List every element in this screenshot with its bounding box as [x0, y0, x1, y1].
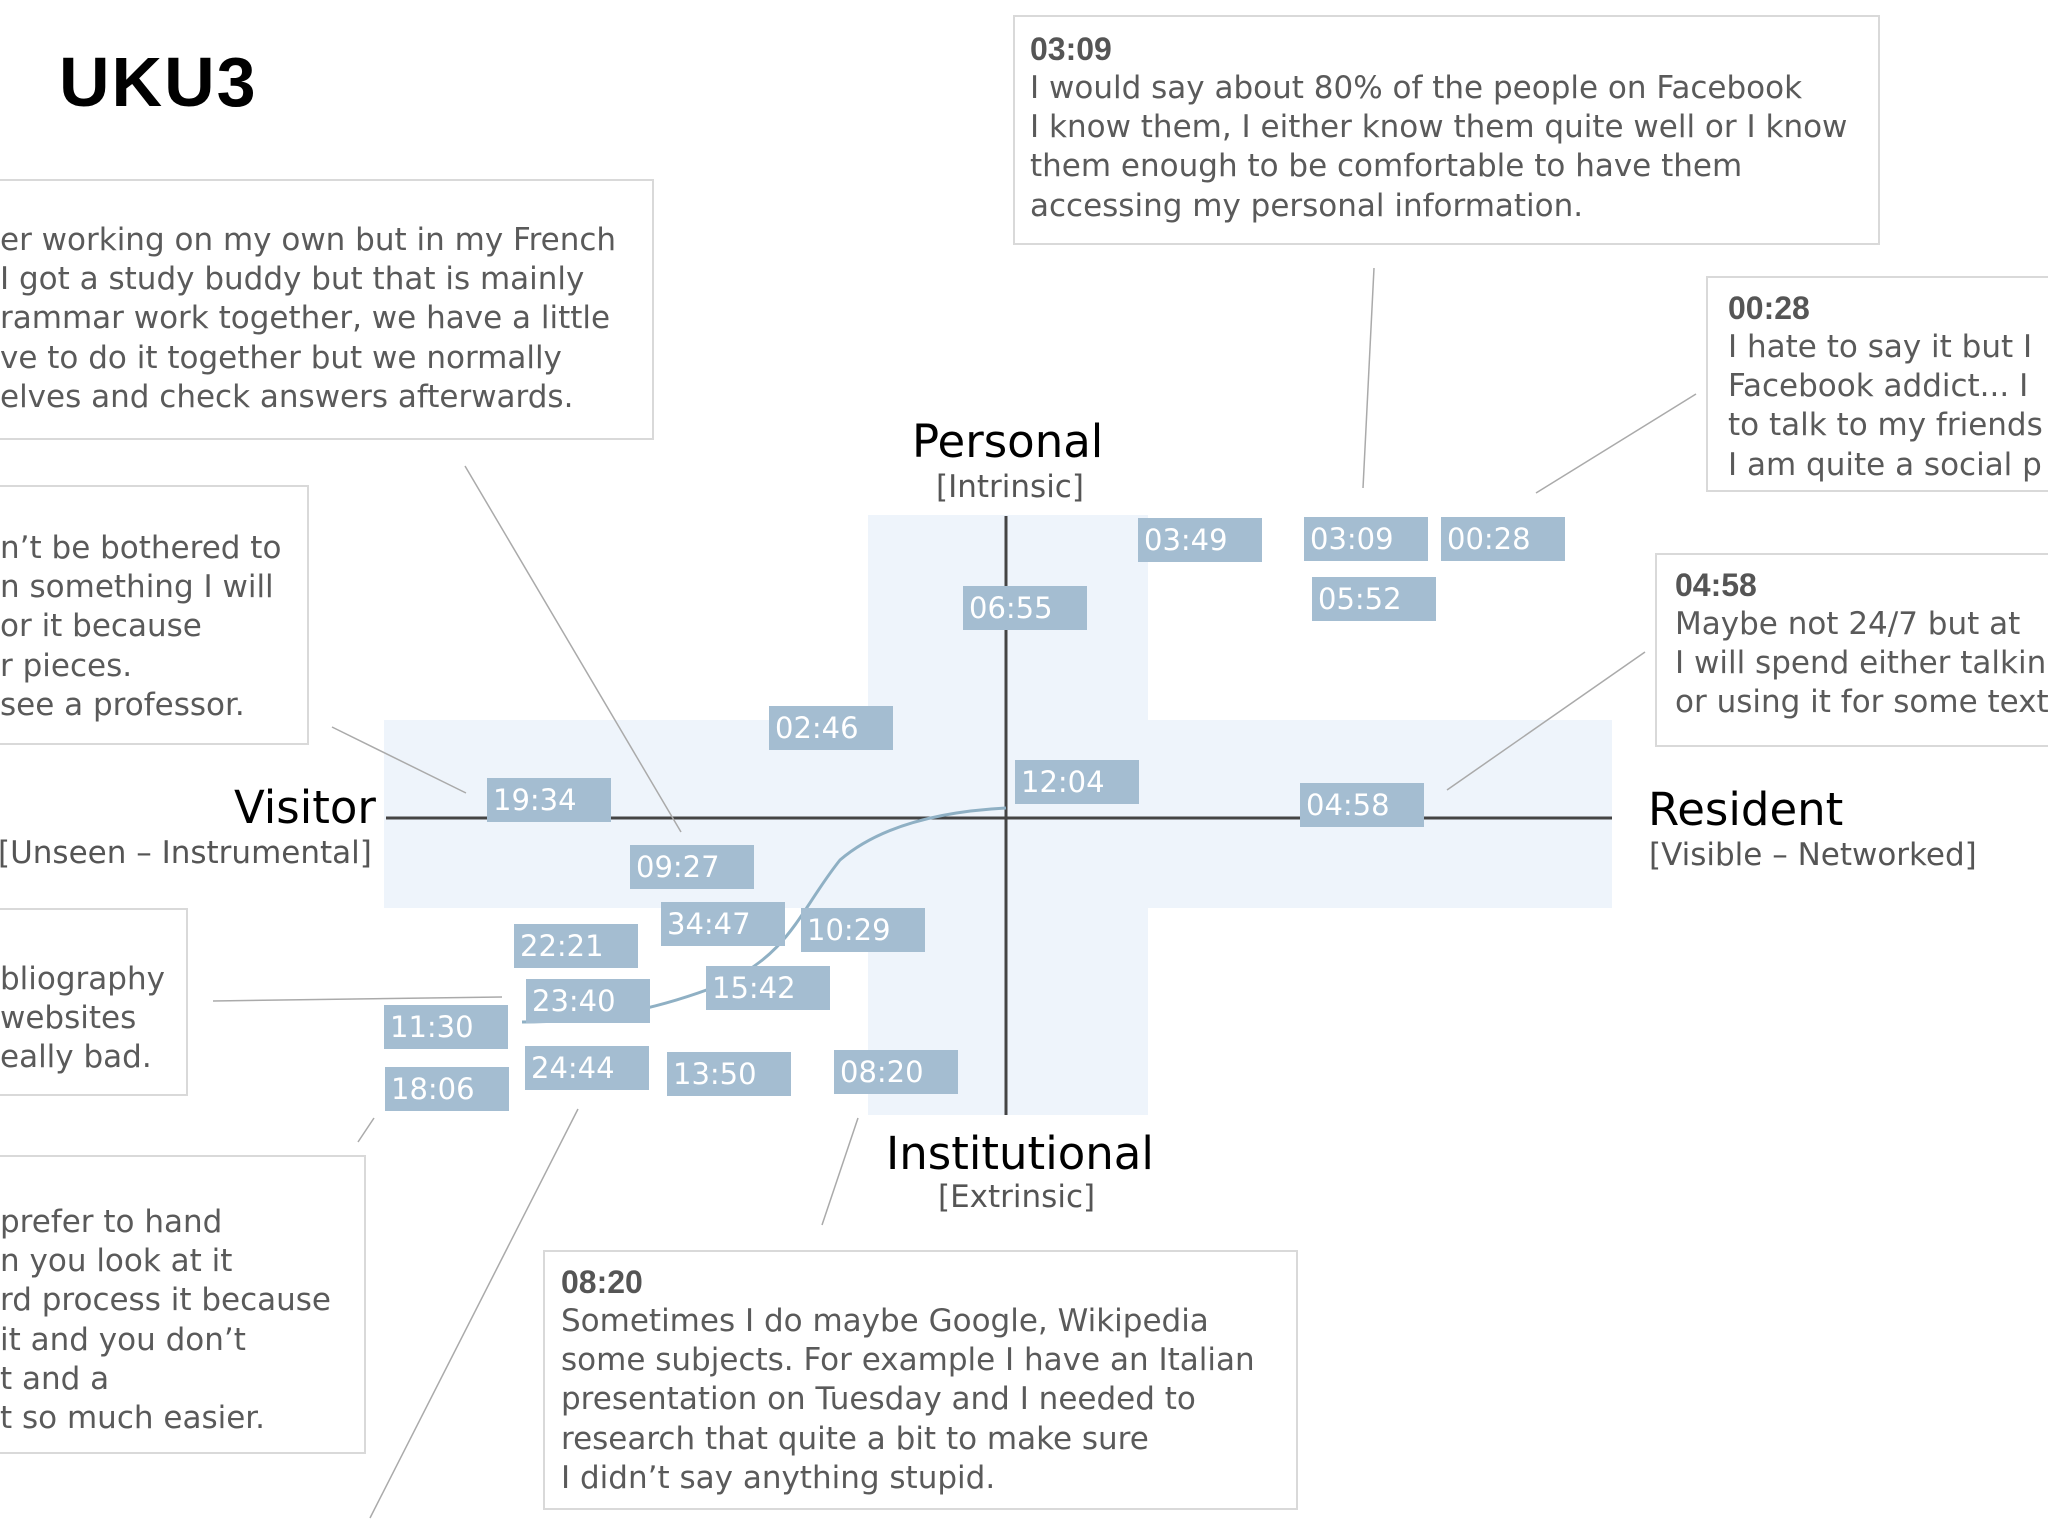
- quote-line: Sometimes I do maybe Google, Wikipedia: [561, 1303, 1209, 1339]
- connector-00-28: [1535, 393, 1697, 494]
- quote-card: 00:28 I hate to say it but I Facebook ad…: [1706, 276, 2048, 492]
- connector-23-40: [212, 996, 503, 1002]
- quote-line: n you look at it: [0, 1243, 233, 1280]
- timestamp-tag: 11:30: [384, 1005, 508, 1049]
- quote-card: n’t be bothered to n something I will or…: [0, 485, 309, 745]
- timestamp-tag: 02:46: [769, 706, 893, 750]
- timestamp-tag: 13:50: [667, 1052, 791, 1096]
- quote-line: n something I will: [0, 569, 274, 606]
- timestamp-tag: 09:27: [630, 845, 754, 889]
- quote-card: 04:58 Maybe not 24/7 but at I will spend…: [1655, 553, 2048, 747]
- quote-card: 03:09 I would say about 80% of the peopl…: [1013, 15, 1880, 245]
- axis-right-label: Resident: [1648, 783, 1844, 836]
- quote-line: to talk to my friends: [1728, 407, 2043, 444]
- quote-line: I know them, I either know them quite we…: [1030, 109, 1848, 146]
- quote-line: eally bad.: [0, 1039, 152, 1076]
- quote-line: or it because: [0, 608, 202, 645]
- quote-line: it and you don’t: [0, 1321, 246, 1358]
- quote-line: I will spend either talking: [1675, 645, 2048, 682]
- connector-08-20: [821, 1117, 859, 1226]
- connector-03-09: [1362, 267, 1375, 489]
- quote-line: rammar work together, we have a little: [0, 300, 611, 337]
- quote-line: I didn’t say anything stupid.: [561, 1459, 996, 1496]
- timestamp-tag: 24:44: [525, 1046, 649, 1090]
- quote-line: er working on my own but in my French: [0, 222, 617, 258]
- quote-line: t so much easier.: [0, 1400, 266, 1437]
- quote-card: er working on my own but in my French I …: [0, 179, 654, 440]
- quote-line: rd process it because: [0, 1282, 331, 1319]
- quote-card: bliography websites eally bad.: [0, 908, 188, 1096]
- quote-line: t and a: [0, 1360, 110, 1397]
- connector-04-58: [1446, 651, 1646, 791]
- axis-right-sublabel: [Visible – Networked]: [1649, 837, 1977, 873]
- quote-line: I got a study buddy but that is mainly: [0, 261, 585, 298]
- axis-bottom-label: Institutional: [886, 1127, 1154, 1180]
- quote-line: or using it for some text: [1675, 684, 2048, 721]
- quote-line: n’t be bothered to: [0, 530, 282, 566]
- quote-line: some subjects. For example I have an Ita…: [561, 1342, 1255, 1379]
- quote-line: them enough to be comfortable to have th…: [1030, 148, 1743, 185]
- axis-top-sublabel: [Intrinsic]: [936, 469, 1084, 505]
- quote-timestamp: 03:09: [1030, 31, 1112, 67]
- timestamp-tag: 23:40: [526, 979, 650, 1023]
- timestamp-tag: 15:42: [706, 966, 830, 1010]
- connector-19-34: [331, 726, 467, 794]
- timestamp-tag: 05:52: [1312, 577, 1436, 621]
- quote-line: I hate to say it but I: [1728, 329, 2033, 365]
- axis-bottom-sublabel: [Extrinsic]: [938, 1179, 1096, 1215]
- timestamp-tag: 12:04: [1015, 760, 1139, 804]
- timestamp-tag: 22:21: [514, 924, 638, 968]
- timestamp-tag: 00:28: [1441, 517, 1565, 561]
- timestamp-tag: 04:58: [1300, 783, 1424, 827]
- quote-timestamp: 04:58: [1675, 567, 1757, 603]
- quote-line: bliography: [0, 961, 165, 997]
- quote-card: prefer to hand n you look at it rd proce…: [0, 1155, 366, 1454]
- timestamp-tag: 10:29: [801, 908, 925, 952]
- quote-line: r pieces.: [0, 647, 133, 684]
- page-title: UKU3: [59, 43, 258, 121]
- connector-24-44: [369, 1108, 579, 1519]
- quote-line: Maybe not 24/7 but at: [1675, 606, 2021, 642]
- quote-timestamp: 08:20: [561, 1264, 643, 1300]
- timestamp-tag: 08:20: [834, 1050, 958, 1094]
- connector-18-06: [357, 1117, 375, 1143]
- timestamp-tag: 03:09: [1304, 517, 1428, 561]
- quote-line: see a professor.: [0, 686, 245, 723]
- quote-line: websites: [0, 1000, 137, 1037]
- timestamp-tag: 18:06: [385, 1067, 509, 1111]
- quote-line: ve to do it together but we normally: [0, 339, 562, 376]
- quote-line: research that quite a bit to make sure: [561, 1420, 1149, 1457]
- timestamp-tag: 34:47: [661, 902, 785, 946]
- quote-line: prefer to hand: [0, 1204, 223, 1240]
- quote-line: elves and check answers afterwards.: [0, 378, 574, 415]
- quote-timestamp: 00:28: [1728, 290, 1810, 326]
- quote-line: Facebook addict... I: [1728, 368, 2029, 405]
- quote-card: 08:20 Sometimes I do maybe Google, Wikip…: [543, 1250, 1298, 1510]
- axis-left-sublabel: [Unseen – Instrumental]: [0, 835, 372, 871]
- quote-line: I would say about 80% of the people on F…: [1030, 70, 1803, 106]
- quote-line: presentation on Tuesday and I needed to: [561, 1381, 1196, 1418]
- axis-left-label: Visitor: [234, 781, 376, 834]
- quote-line: accessing my personal information.: [1030, 187, 1584, 224]
- quote-line: I am quite a social p: [1728, 446, 2042, 483]
- timestamp-tag: 06:55: [963, 586, 1087, 630]
- connector-09-27: [464, 465, 682, 833]
- axis-top-label: Personal: [912, 415, 1104, 468]
- timestamp-tag: 03:49: [1138, 518, 1262, 562]
- timestamp-tag: 19:34: [487, 778, 611, 822]
